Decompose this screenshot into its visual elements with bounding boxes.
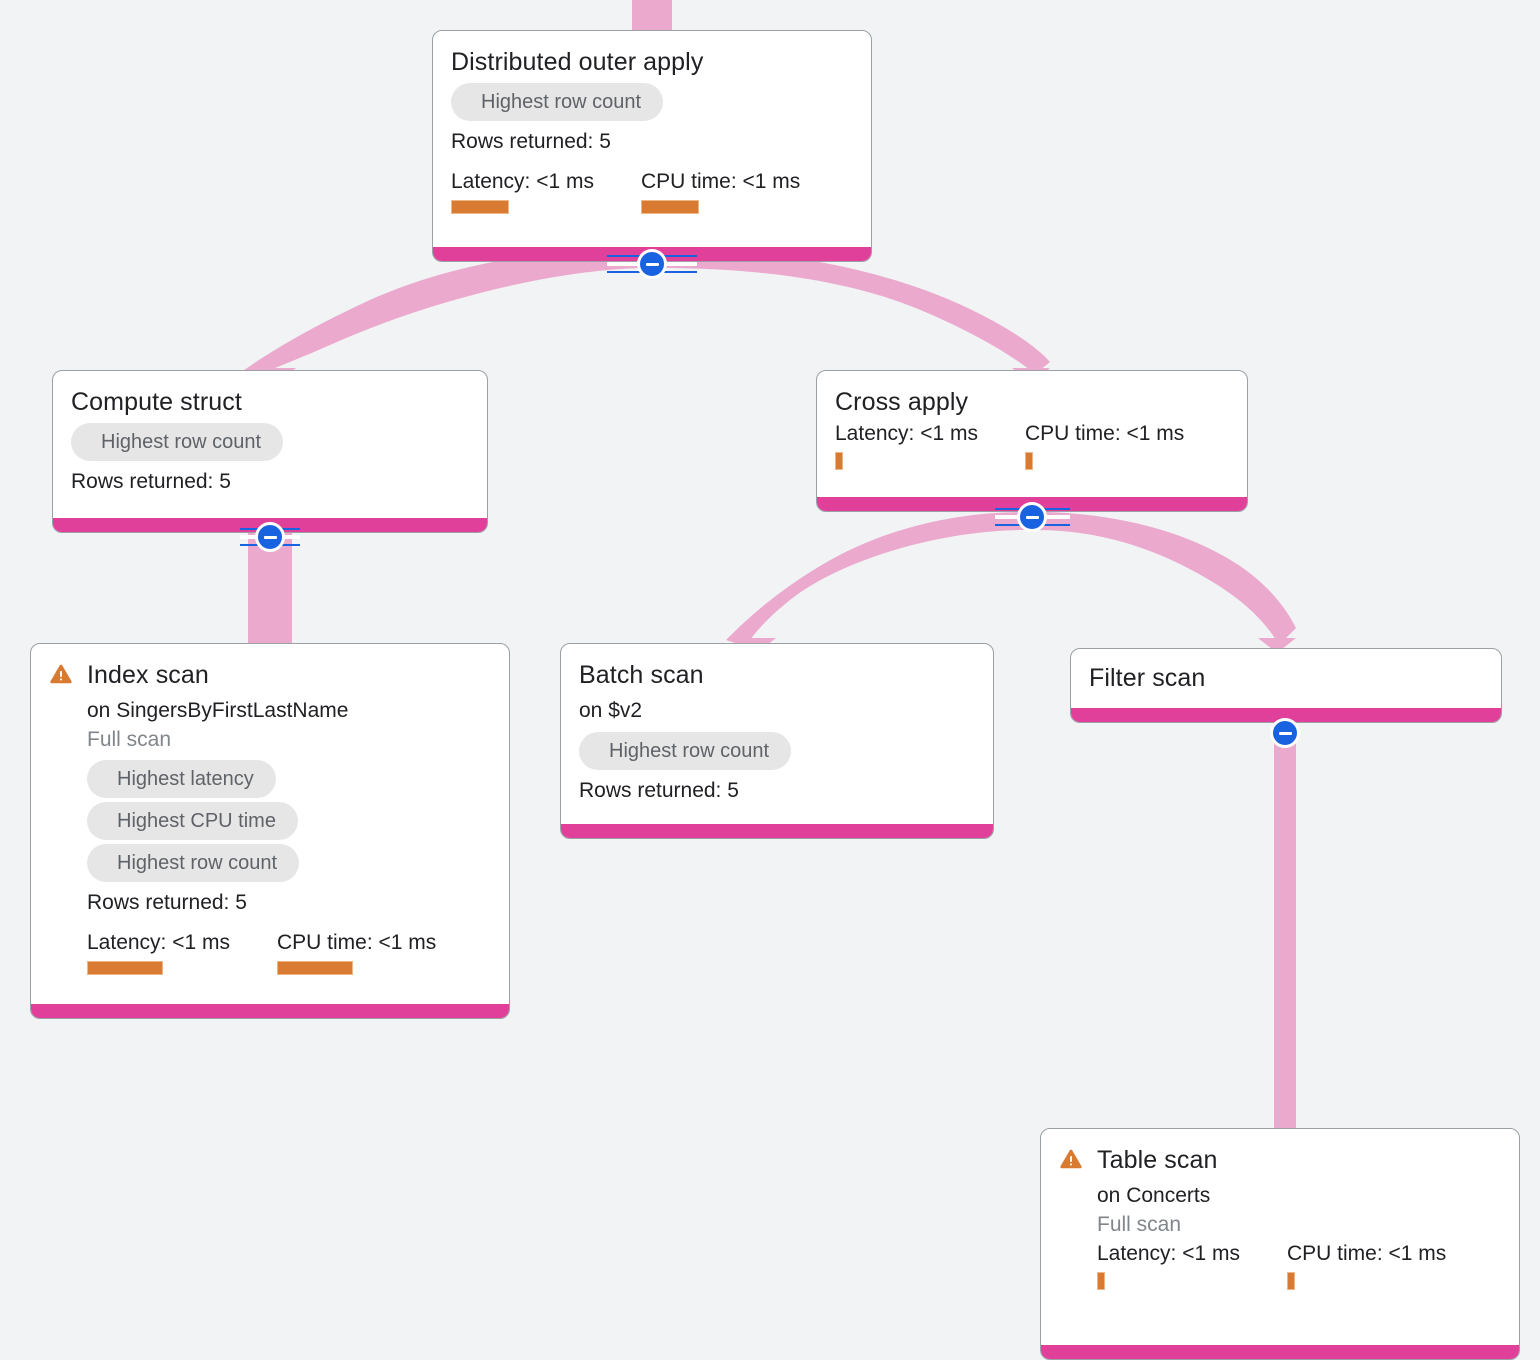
node-body: Index scan on SingersByFirstLastName Ful… (31, 644, 509, 1004)
metric-cpu-time: CPU time: <1 ms (277, 930, 436, 975)
edge-distributed-outer-apply-to-compute-struct (244, 248, 650, 378)
node-title: Table scan (1097, 1146, 1218, 1174)
edge-distributed-outer-apply-to-cross-apply (660, 248, 1050, 378)
node-title: Index scan (87, 661, 209, 689)
node-details: on SingersByFirstLastName Full scan High… (49, 696, 491, 975)
rows-returned: Rows returned: 5 (579, 779, 739, 802)
metric-cpu-time-label: CPU time: <1 ms (641, 170, 801, 193)
node-metrics: Latency: <1 ms CPU time: <1 ms (451, 169, 853, 214)
badge-highest-row-count: Highest row count (579, 732, 792, 770)
node-badges: Highest row count (451, 83, 853, 121)
metric-latency-label: Latency: <1 ms (835, 422, 978, 445)
node-batch-scan[interactable]: Batch scan on $v2 Highest row count Rows… (560, 643, 994, 839)
node-badges: Highest row count (71, 423, 469, 461)
node-title-row: Cross apply (835, 387, 1229, 417)
metric-latency: Latency: <1 ms (1097, 1241, 1287, 1290)
metric-latency: Latency: <1 ms (451, 169, 641, 214)
warning-triangle-icon (1060, 1149, 1082, 1169)
node-accent-bar (1071, 708, 1501, 722)
badge-highest-latency: Highest latency (87, 760, 276, 798)
badge-highest-row-count: Highest row count (451, 83, 664, 121)
collapse-toggle-cross-apply[interactable] (1017, 502, 1047, 532)
metric-latency-bar (1097, 1272, 1105, 1290)
node-title-row: Table scan (1059, 1145, 1501, 1175)
node-accent-bar (1041, 1345, 1519, 1359)
metric-cpu-time: CPU time: <1 ms (1025, 421, 1184, 470)
node-body: Cross apply Latency: <1 ms CPU time: <1 … (817, 371, 1247, 497)
node-subtitle: on Concerts (1097, 1184, 1211, 1207)
metric-cpu-time-bar (641, 200, 699, 214)
node-body: Filter scan (1071, 649, 1501, 708)
collapse-toggle-filter-scan[interactable] (1270, 718, 1300, 748)
node-distributed-outer-apply[interactable]: Distributed outer apply Highest row coun… (432, 30, 872, 262)
node-body: Distributed outer apply Highest row coun… (433, 31, 871, 247)
node-metrics: Latency: <1 ms CPU time: <1 ms (835, 421, 1229, 470)
node-title: Batch scan (579, 661, 704, 689)
edge-cross-apply-to-batch-scan (726, 512, 1025, 648)
metric-latency-bar (835, 452, 843, 470)
node-title: Compute struct (71, 388, 242, 416)
node-body: Table scan on Concerts Full scan Latency… (1041, 1129, 1519, 1345)
node-subtitle: on SingersByFirstLastName (87, 699, 349, 722)
rows-returned: Rows returned: 5 (71, 470, 231, 493)
metric-cpu-time-label: CPU time: <1 ms (1287, 1242, 1447, 1265)
metric-cpu-time: CPU time: <1 ms (1287, 1241, 1446, 1290)
node-scan-note: Full scan (1097, 1213, 1182, 1236)
node-metrics: Latency: <1 ms CPU time: <1 ms (1097, 1241, 1501, 1290)
node-cross-apply[interactable]: Cross apply Latency: <1 ms CPU time: <1 … (816, 370, 1248, 512)
node-table-scan[interactable]: Table scan on Concerts Full scan Latency… (1040, 1128, 1520, 1360)
rows-returned: Rows returned: 5 (87, 891, 247, 914)
node-compute-struct[interactable]: Compute struct Highest row count Rows re… (52, 370, 488, 533)
node-details: on Concerts Full scan Latency: <1 ms CPU… (1059, 1181, 1501, 1290)
metric-latency-bar (87, 961, 163, 975)
node-filter-scan[interactable]: Filter scan (1070, 648, 1502, 723)
metric-latency-label: Latency: <1 ms (451, 170, 594, 193)
metric-latency: Latency: <1 ms (87, 930, 277, 975)
metric-latency-label: Latency: <1 ms (1097, 1242, 1240, 1265)
edge-inlet-to-distributed-outer-apply (632, 0, 672, 32)
badge-highest-row-count: Highest row count (87, 844, 300, 882)
node-index-scan[interactable]: Index scan on SingersByFirstLastName Ful… (30, 643, 510, 1019)
node-badges: Highest latency Highest CPU time Highest… (87, 760, 491, 882)
node-title-row: Compute struct (71, 387, 469, 417)
edge-cross-apply-to-filter-scan (1036, 512, 1296, 648)
metric-cpu-time-label: CPU time: <1 ms (1025, 422, 1185, 445)
metric-latency-label: Latency: <1 ms (87, 931, 230, 954)
node-subtitle: on $v2 (579, 699, 643, 722)
node-body: Batch scan on $v2 Highest row count Rows… (561, 644, 993, 824)
node-title: Distributed outer apply (451, 48, 704, 76)
rows-returned: Rows returned: 5 (451, 130, 611, 153)
metric-latency-bar (451, 200, 509, 214)
node-title-row: Batch scan (579, 660, 975, 690)
metric-cpu-time-label: CPU time: <1 ms (277, 931, 437, 954)
node-accent-bar (31, 1004, 509, 1018)
badge-highest-cpu-time: Highest CPU time (87, 802, 298, 840)
warning-triangle-icon (50, 664, 72, 684)
collapse-toggle-compute-struct[interactable] (255, 522, 285, 552)
metric-latency: Latency: <1 ms (835, 421, 1025, 470)
metric-cpu-time-bar (1025, 452, 1033, 470)
metric-cpu-time-bar (277, 961, 353, 975)
node-title: Filter scan (1089, 664, 1206, 692)
metric-cpu-time-bar (1287, 1272, 1295, 1290)
metric-cpu-time: CPU time: <1 ms (641, 169, 800, 214)
node-title-row: Distributed outer apply (451, 47, 853, 77)
edge-filter-scan-to-table-scan (1274, 722, 1296, 1135)
node-badges: Highest row count (579, 732, 975, 770)
badge-highest-row-count: Highest row count (71, 423, 284, 461)
node-title-row: Filter scan (1089, 663, 1483, 693)
node-title-row: Index scan (49, 660, 491, 690)
node-scan-note: Full scan (87, 728, 172, 751)
node-accent-bar (561, 824, 993, 838)
node-metrics: Latency: <1 ms CPU time: <1 ms (87, 930, 491, 975)
node-title: Cross apply (835, 388, 969, 416)
collapse-toggle-distributed-outer-apply[interactable] (637, 249, 667, 279)
node-body: Compute struct Highest row count Rows re… (53, 371, 487, 518)
